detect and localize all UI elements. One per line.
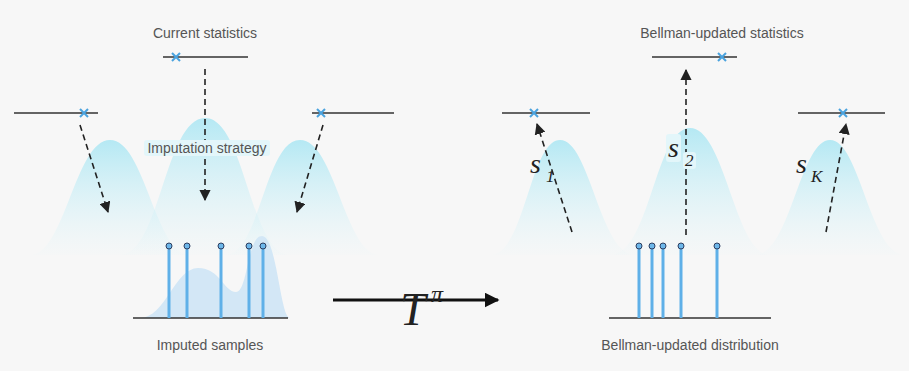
subscript: K — [811, 168, 822, 185]
statistic-lines — [14, 57, 885, 113]
subscript: 2 — [683, 152, 696, 169]
dashed-arrows — [80, 69, 846, 235]
operator-symbol: T — [400, 287, 426, 333]
symbol: s — [530, 150, 541, 178]
caption: Bellman-updated distribution — [601, 338, 778, 352]
symbol: s — [666, 134, 681, 162]
caption: Current statistics — [153, 26, 257, 40]
caption: Bellman-updated statistics — [640, 26, 803, 40]
bell-curves — [30, 118, 905, 255]
subscript: 1 — [546, 168, 555, 185]
imputed-samples — [133, 236, 290, 318]
statistic-markers — [80, 53, 847, 117]
caption: Imputed samples — [157, 338, 264, 352]
caption: Imputation strategy — [144, 140, 269, 156]
superscript: π — [431, 282, 443, 306]
updated-samples — [609, 243, 771, 318]
symbol: s — [796, 150, 807, 178]
